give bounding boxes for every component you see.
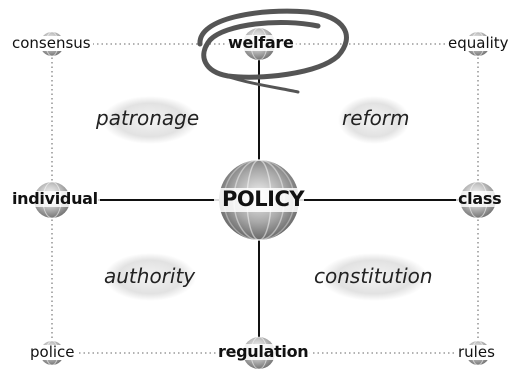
label-individual: individual [10, 189, 100, 208]
center-sphere [214, 159, 304, 241]
label-authority: authority [104, 264, 196, 288]
blob-authority [104, 253, 196, 301]
label-welfare: welfare [226, 33, 296, 52]
blob-constitution [320, 253, 428, 301]
blob-patronage [102, 96, 198, 144]
label-police: police [28, 343, 77, 361]
blob-reform [338, 96, 410, 144]
label-reform: reform [342, 106, 410, 130]
label-equality: equality [446, 34, 511, 52]
label-regulation: regulation [216, 342, 311, 361]
label-constitution: constitution [314, 264, 433, 288]
label-policy: POLICY [222, 187, 305, 211]
label-rules: rules [456, 343, 497, 361]
highlight-circle [197, 8, 349, 94]
quadrant-blobs [102, 96, 428, 301]
label-class: class [456, 189, 504, 208]
label-patronage: patronage [96, 106, 200, 130]
label-consensus: consensus [10, 34, 93, 52]
